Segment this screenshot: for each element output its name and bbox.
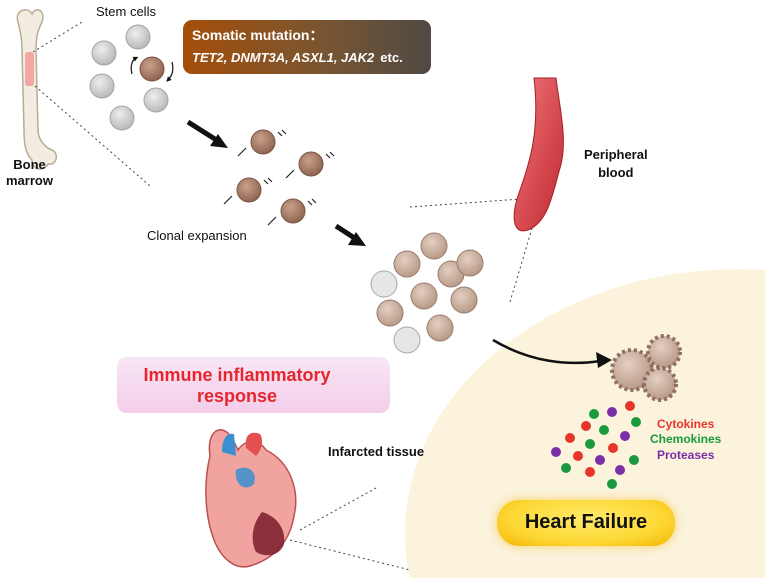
- somatic-mutation-title: Somatic mutation：: [192, 27, 324, 43]
- expanding-clone-cell: [237, 129, 287, 157]
- clonal-expansion-cluster: [223, 129, 335, 226]
- proteases-label: Proteases: [657, 448, 715, 462]
- stem-cell: [143, 87, 169, 113]
- rotation-arrow-icon: [166, 61, 174, 82]
- immune-response-label: Immune inflammatory response: [143, 365, 331, 406]
- stem-cell: [125, 24, 151, 50]
- heart-icon: [205, 429, 297, 568]
- stem-cell: [91, 40, 117, 66]
- bone-marrow-label: Bone marrow: [6, 157, 53, 188]
- cytokines-label: Cytokines: [657, 417, 715, 431]
- mutation-genes-etc: etc.: [380, 50, 403, 65]
- blood-cell: [450, 286, 478, 314]
- flow-arrow-1: [186, 119, 220, 144]
- blood-cell: [420, 232, 448, 260]
- stem-cells-label: Stem cells: [96, 4, 156, 19]
- blood-cell: [370, 270, 398, 298]
- bone-icon: [16, 9, 58, 170]
- blood-cell: [393, 326, 421, 354]
- blood-cells-cluster: [370, 232, 484, 354]
- stem-cells-cluster: [89, 24, 174, 131]
- immune-response-box: Immune inflammatory response: [117, 357, 390, 413]
- flow-arrowhead-3: [596, 352, 612, 368]
- flow-arrowhead-2: [348, 232, 366, 246]
- flow-arrow-2: [334, 223, 358, 242]
- mediator-dots: [551, 401, 641, 489]
- flow-arrowhead-1: [210, 134, 228, 148]
- flow-arrow-3: [492, 338, 601, 365]
- blood-cell: [410, 282, 438, 310]
- expanding-clone-cell: [267, 198, 317, 226]
- infarcted-tissue-label: Infarcted tissue: [328, 444, 425, 459]
- mutation-genes-list: TET2, DNMT3A, ASXL1, JAK2: [192, 50, 375, 65]
- mutation-genes: TET2, DNMT3A, ASXL1, JAK2 etc.: [192, 50, 403, 65]
- expanding-clone-cell: [223, 177, 273, 205]
- guide-lines: [32, 21, 537, 571]
- mutant-stem-cell: [139, 56, 165, 82]
- expanding-clone-cell: [285, 151, 335, 179]
- activated-cell: [642, 366, 678, 402]
- stem-cell: [89, 73, 115, 99]
- somatic-mutation-box: Somatic mutation： TET2, DNMT3A, ASXL1, J…: [183, 20, 431, 74]
- chemokines-label: Chemokines: [650, 432, 722, 446]
- blood-vessel-icon: [513, 77, 564, 232]
- heart-failure-label: Heart Failure: [524, 511, 648, 533]
- blood-cell: [456, 249, 484, 277]
- clonal-expansion-label: Clonal expansion: [147, 228, 247, 243]
- activated-immune-cells: [610, 334, 682, 402]
- stem-cell: [109, 105, 135, 131]
- blood-cell: [426, 314, 454, 342]
- blood-cell: [393, 250, 421, 278]
- heart-failure-badge: Heart Failure: [497, 500, 675, 546]
- activated-cell: [646, 334, 682, 370]
- peripheral-blood-label: Peripheral blood: [584, 147, 648, 180]
- blood-cell: [376, 299, 404, 327]
- rotation-arrow-icon: [130, 56, 139, 75]
